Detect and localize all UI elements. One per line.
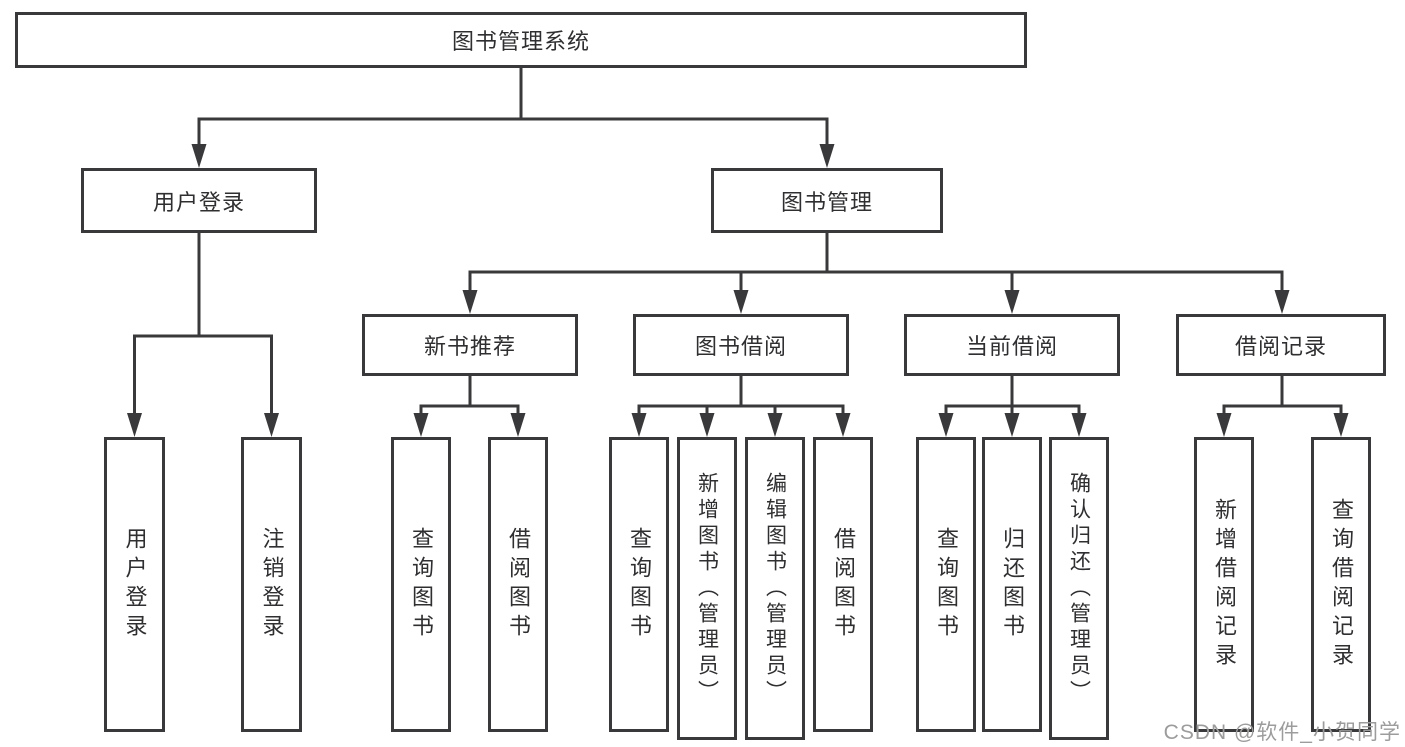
leaf-current-return-books-label: 归还图书 — [1000, 526, 1025, 643]
leaf-borrowing-edit-books-admin: 编辑图书（管理员） — [745, 437, 805, 740]
leaf-borrowing-edit-books-admin-label: 编辑图书（管理员） — [763, 471, 787, 706]
node-root: 图书管理系统 — [15, 12, 1027, 68]
leaf-records-query-record: 查询借阅记录 — [1311, 437, 1371, 732]
leaf-records-add-record: 新增借阅记录 — [1194, 437, 1254, 732]
leaf-records-query-record-label: 查询借阅记录 — [1329, 497, 1354, 672]
leaf-records-add-record-label: 新增借阅记录 — [1212, 497, 1237, 672]
leaf-borrowing-query-books: 查询图书 — [609, 437, 669, 732]
leaf-borrowing-borrow-books: 借阅图书 — [813, 437, 873, 732]
leaf-newrec-query-books-label: 查询图书 — [409, 526, 434, 643]
node-book-management: 图书管理 — [711, 168, 943, 233]
node-user-login: 用户登录 — [81, 168, 317, 233]
leaf-borrowing-add-books-admin: 新增图书（管理员） — [677, 437, 737, 740]
leaf-current-query-books: 查询图书 — [916, 437, 976, 732]
leaf-current-return-books: 归还图书 — [982, 437, 1042, 732]
leaf-current-confirm-return-admin-label: 确认归还（管理员） — [1067, 471, 1091, 706]
leaf-borrowing-query-books-label: 查询图书 — [627, 526, 652, 643]
leaf-current-query-books-label: 查询图书 — [934, 526, 959, 643]
leaf-newrec-borrow-books-label: 借阅图书 — [506, 526, 531, 643]
node-borrowing-records: 借阅记录 — [1176, 314, 1386, 376]
leaf-user-login: 用户登录 — [104, 437, 165, 732]
leaf-logout-label: 注销登录 — [259, 526, 285, 643]
leaf-newrec-borrow-books: 借阅图书 — [488, 437, 548, 732]
leaf-user-login-label: 用户登录 — [122, 526, 148, 643]
leaf-newrec-query-books: 查询图书 — [391, 437, 451, 732]
leaf-borrowing-add-books-admin-label: 新增图书（管理员） — [695, 471, 719, 706]
leaf-borrowing-borrow-books-label: 借阅图书 — [831, 526, 856, 643]
node-book-borrowing: 图书借阅 — [633, 314, 849, 376]
csdn-watermark: CSDN @软件_小贺同学 — [1163, 721, 1401, 744]
leaf-logout: 注销登录 — [241, 437, 302, 732]
leaf-current-confirm-return-admin: 确认归还（管理员） — [1049, 437, 1109, 740]
node-new-book-recommendation: 新书推荐 — [362, 314, 578, 376]
node-current-borrowing: 当前借阅 — [904, 314, 1120, 376]
